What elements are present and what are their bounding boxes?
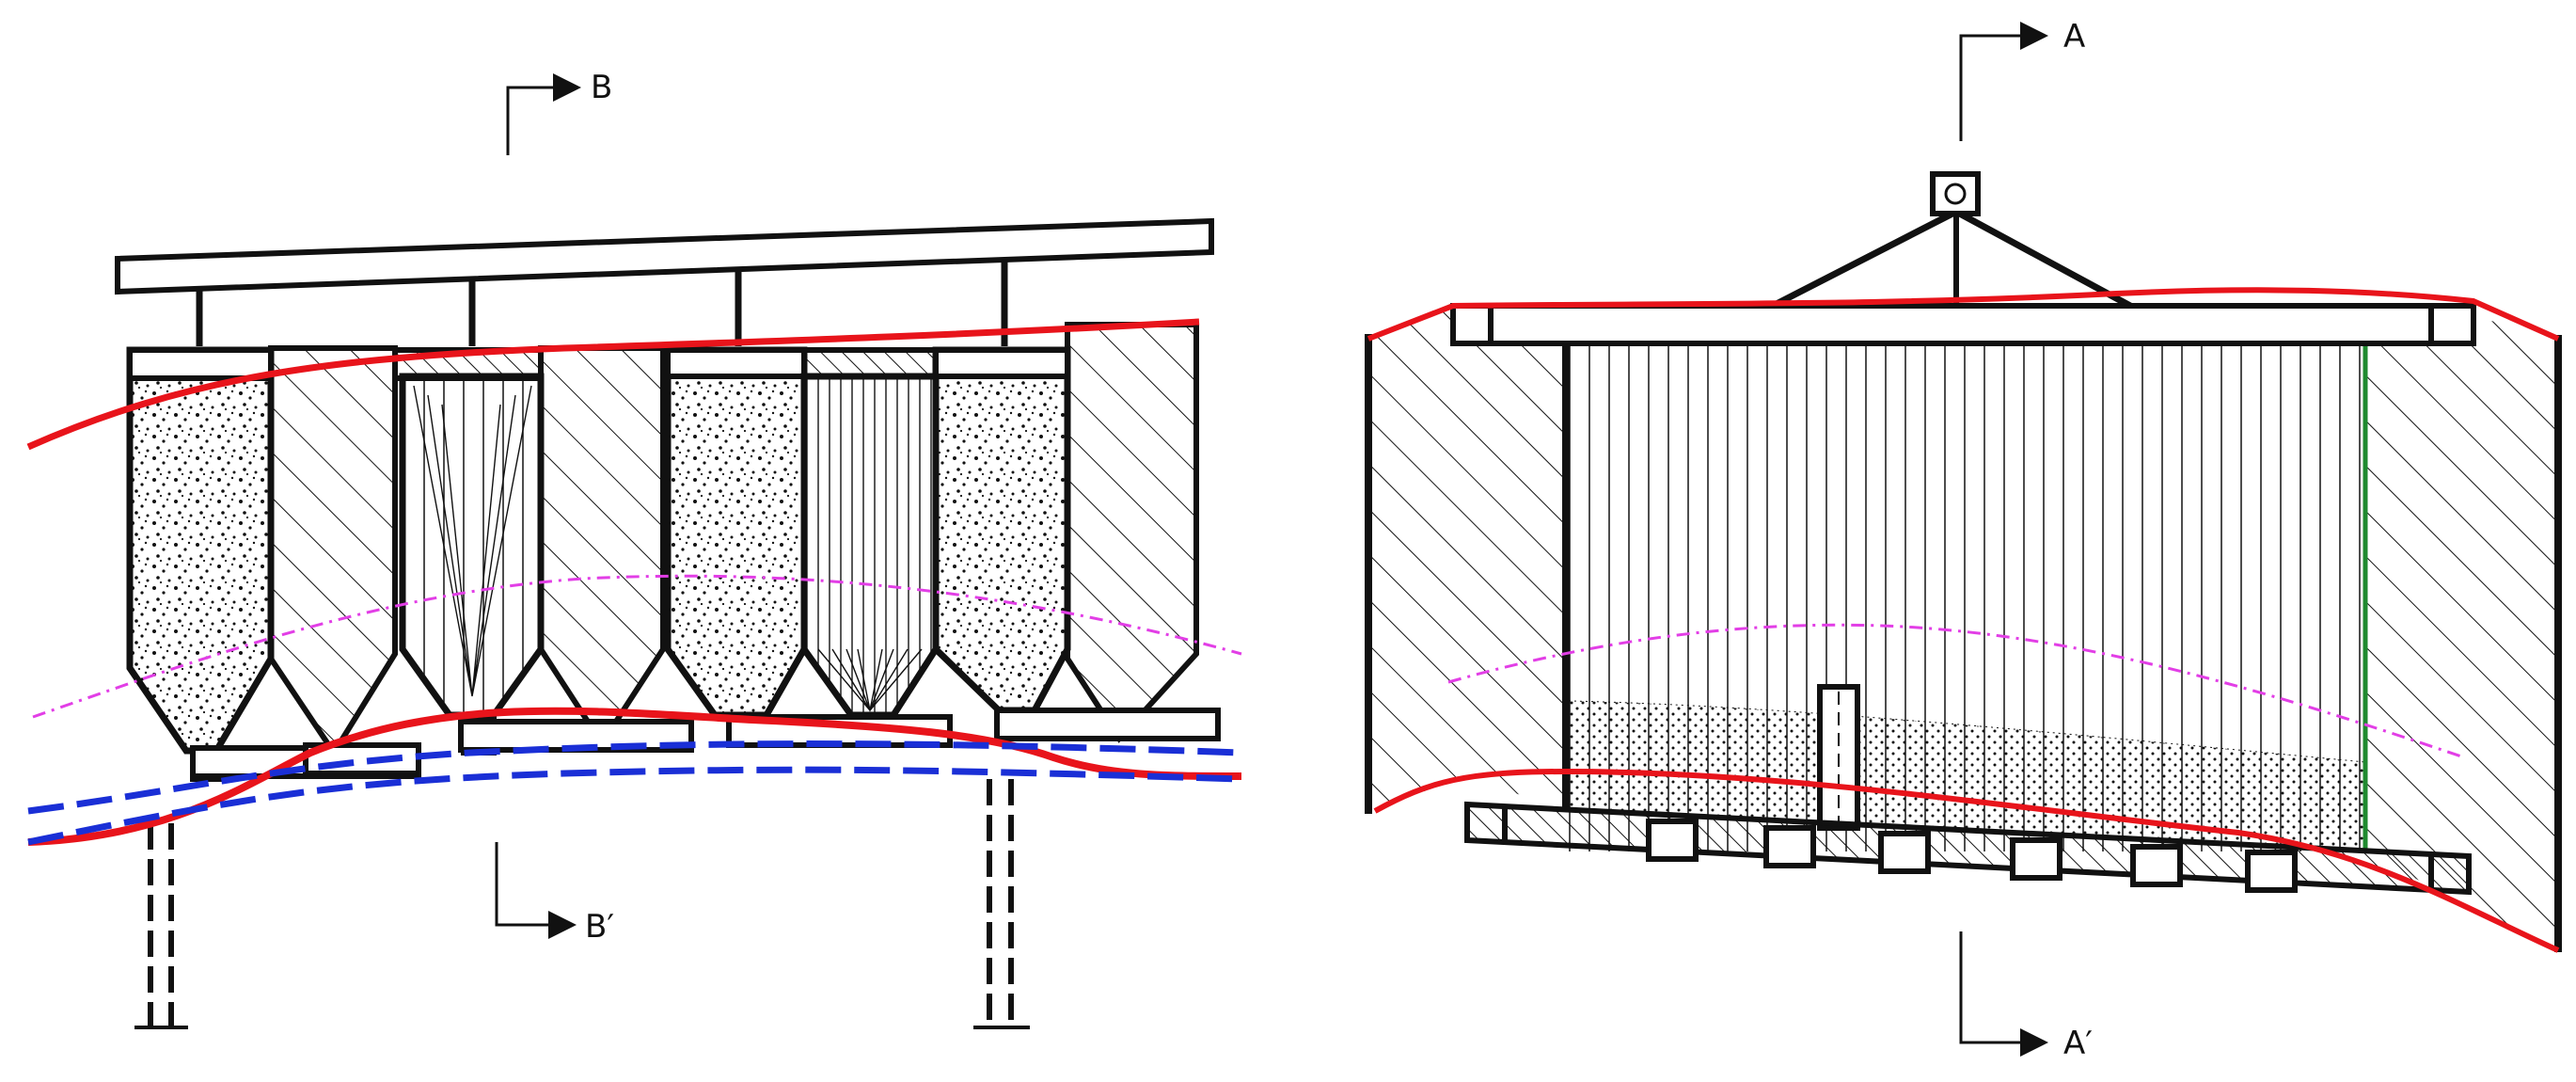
section-b-prime-marker: B′ xyxy=(495,842,614,946)
top-cross-beam xyxy=(1450,303,2476,346)
base-blocks xyxy=(1646,819,2298,893)
lifting-frame xyxy=(1771,171,2132,310)
red-boundary-lines xyxy=(26,318,1242,846)
section-b-label: B xyxy=(591,69,612,106)
base-slab xyxy=(1464,801,2472,896)
magenta-dashdot-line xyxy=(32,574,1242,719)
piles xyxy=(134,779,1030,1029)
left-hatched-soil xyxy=(1365,306,1570,814)
vertical-drain-field xyxy=(1568,341,2368,851)
right-hatched-soil xyxy=(2365,306,2562,952)
left-section-view: B B′ xyxy=(26,69,1242,1029)
silo-stippled-1 xyxy=(126,346,275,782)
magenta-dashdot-line-right xyxy=(1447,623,2465,759)
section-b-marker: B xyxy=(506,69,612,155)
center-column xyxy=(1817,684,1860,831)
blue-dashed-lines xyxy=(27,740,1242,846)
lifting-eye-icon xyxy=(1944,183,1967,205)
red-boundary-lines-right xyxy=(1367,287,2560,953)
section-b-prime-label: B′ xyxy=(585,908,614,946)
section-a-label: A xyxy=(2063,18,2085,56)
section-a-prime-label: A′ xyxy=(2063,1025,2093,1062)
right-section-view: A A′ xyxy=(1365,18,2562,1062)
section-a-prime-marker: A′ xyxy=(1959,931,2093,1062)
silo-lined-2 xyxy=(392,347,545,756)
silo-stippled-3 xyxy=(664,346,808,746)
silo-stippled-5 xyxy=(932,346,1071,714)
section-a-marker: A xyxy=(1959,18,2085,141)
overhead-beam xyxy=(115,217,1214,295)
silo-lined-4 xyxy=(800,347,940,748)
